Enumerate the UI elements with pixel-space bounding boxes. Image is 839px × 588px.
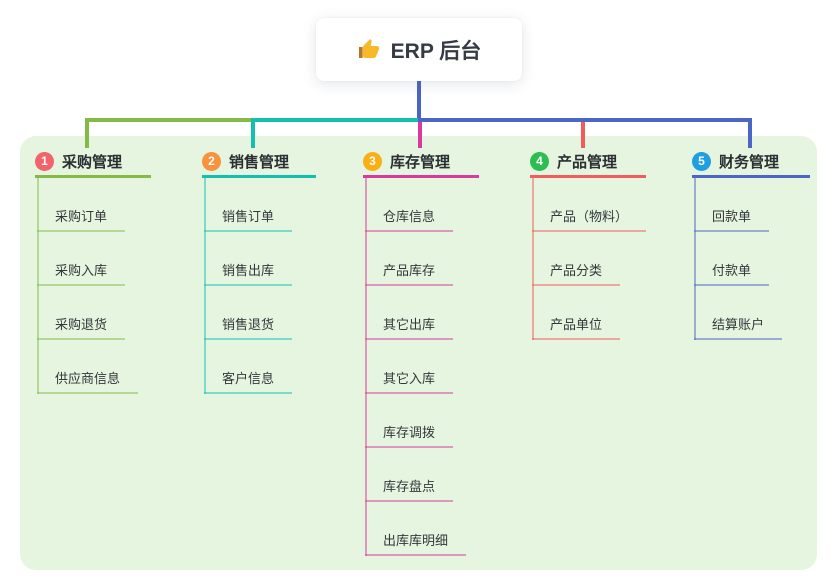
- branch-underline: [35, 175, 151, 178]
- root-node-label: ERP 后台: [390, 39, 482, 63]
- branch-number-badge: 1: [35, 151, 54, 171]
- child-underline: [37, 230, 125, 232]
- child-underline: [532, 230, 646, 232]
- branch-underline: [202, 175, 316, 178]
- child-underline: [37, 392, 138, 394]
- child-underline: [204, 230, 292, 232]
- child-node[interactable]: 结算账户: [712, 317, 765, 332]
- branch-node-label: 销售管理: [229, 153, 290, 171]
- child-node[interactable]: 其它出库: [383, 317, 436, 332]
- child-node[interactable]: 产品库存: [383, 263, 436, 278]
- children-trunk-connector: [204, 178, 206, 394]
- branch-underline: [530, 175, 646, 178]
- child-node[interactable]: 销售出库: [222, 263, 275, 278]
- child-node[interactable]: 其它入库: [383, 371, 436, 386]
- child-underline: [204, 284, 292, 286]
- branch-underline: [363, 175, 479, 178]
- branch-drop-connector: [85, 118, 89, 148]
- child-underline: [365, 446, 453, 448]
- child-underline: [204, 392, 292, 394]
- child-node[interactable]: 产品分类: [550, 263, 603, 278]
- branch-horizontal-connector: [418, 118, 752, 122]
- child-node[interactable]: 库存盘点: [383, 479, 436, 494]
- child-underline: [694, 338, 782, 340]
- child-node[interactable]: 回款单: [712, 209, 752, 224]
- branch-node-label: 产品管理: [557, 153, 618, 171]
- child-underline: [365, 230, 453, 232]
- child-underline: [365, 554, 466, 556]
- branches-panel: [20, 136, 817, 570]
- child-underline: [532, 284, 620, 286]
- children-trunk-connector: [694, 178, 696, 340]
- child-underline: [365, 392, 453, 394]
- child-underline: [204, 338, 292, 340]
- branch-drop-connector: [418, 122, 422, 148]
- child-node[interactable]: 供应商信息: [55, 371, 121, 386]
- child-node[interactable]: 仓库信息: [383, 209, 436, 224]
- branch-node-3[interactable]: 3 库存管理: [363, 149, 450, 173]
- child-underline: [37, 338, 125, 340]
- child-underline: [365, 500, 453, 502]
- child-underline: [694, 284, 769, 286]
- child-underline: [694, 230, 769, 232]
- child-underline: [37, 284, 125, 286]
- branch-node-label: 库存管理: [390, 153, 451, 171]
- child-node[interactable]: 付款单: [712, 263, 752, 278]
- branch-drop-connector: [251, 118, 255, 148]
- child-underline: [365, 338, 453, 340]
- child-node[interactable]: 客户信息: [222, 371, 275, 386]
- root-node[interactable]: ERP 后台: [316, 18, 522, 81]
- branch-node-label: 采购管理: [62, 153, 123, 171]
- branch-node-5[interactable]: 5 财务管理: [692, 149, 779, 173]
- children-trunk-connector: [365, 178, 367, 556]
- child-node[interactable]: 库存调拨: [383, 425, 436, 440]
- branch-number-badge: 4: [530, 151, 549, 171]
- branch-horizontal-connector: [251, 118, 420, 122]
- branch-node-label: 财务管理: [719, 153, 780, 171]
- branch-horizontal-connector: [85, 118, 253, 122]
- thumbs-up-icon: [357, 38, 381, 62]
- child-node[interactable]: 采购订单: [55, 209, 108, 224]
- branch-drop-connector: [748, 118, 752, 148]
- branch-node-2[interactable]: 2 销售管理: [202, 149, 289, 173]
- child-node[interactable]: 产品（物料）: [550, 209, 629, 224]
- child-node[interactable]: 出库库明细: [383, 533, 449, 548]
- child-node[interactable]: 采购入库: [55, 263, 108, 278]
- child-underline: [365, 284, 453, 286]
- branch-number-badge: 5: [692, 151, 711, 171]
- child-underline: [532, 338, 620, 340]
- child-node[interactable]: 产品单位: [550, 317, 603, 332]
- child-node[interactable]: 采购退货: [55, 317, 108, 332]
- child-node[interactable]: 销售订单: [222, 209, 275, 224]
- root-stem-connector: [417, 81, 421, 120]
- branch-underline: [692, 175, 810, 178]
- branch-node-1[interactable]: 1 采购管理: [35, 149, 122, 173]
- children-trunk-connector: [532, 178, 534, 340]
- children-trunk-connector: [37, 178, 39, 394]
- branch-drop-connector: [581, 122, 585, 148]
- branch-node-4[interactable]: 4 产品管理: [530, 149, 617, 173]
- branch-number-badge: 2: [202, 151, 221, 171]
- child-node[interactable]: 销售退货: [222, 317, 275, 332]
- branch-number-badge: 3: [363, 151, 382, 171]
